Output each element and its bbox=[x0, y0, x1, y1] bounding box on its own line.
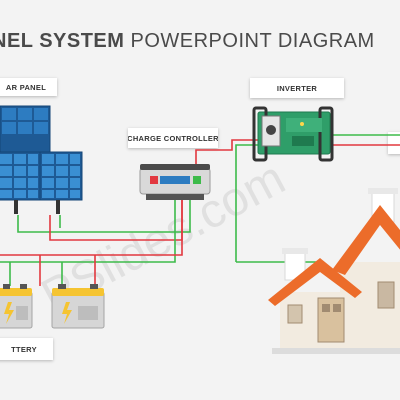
wire-battery-red bbox=[0, 200, 183, 256]
wires bbox=[0, 134, 400, 286]
charge-controller-label: CHARGE CONTROLLER bbox=[128, 128, 218, 148]
battery-label: TTERY bbox=[0, 338, 53, 360]
solar-panel-label: AR PANEL bbox=[0, 78, 57, 96]
wire-controller-inverter-red bbox=[195, 139, 262, 172]
wire-controller-inverter-green bbox=[235, 144, 258, 262]
battery-icon-1 bbox=[0, 284, 33, 329]
page-title: NEL SYSTEM POWERPOINT DIAGRAM bbox=[0, 30, 375, 53]
house-icon bbox=[268, 188, 400, 354]
title-bold: NEL SYSTEM bbox=[0, 30, 125, 52]
inverter-icon bbox=[252, 106, 334, 162]
wire-solar-controller-green bbox=[17, 200, 191, 233]
battery-icon-2 bbox=[51, 284, 105, 329]
output-label bbox=[388, 132, 400, 154]
solar-panel-icon bbox=[0, 105, 83, 214]
wire-solar-controller-red bbox=[49, 200, 183, 241]
charge-controller-icon bbox=[139, 164, 211, 200]
title-thin: POWERPOINT DIAGRAM bbox=[130, 30, 375, 52]
wire-battery-green bbox=[0, 200, 176, 263]
inverter-label: INVERTER bbox=[250, 78, 344, 98]
